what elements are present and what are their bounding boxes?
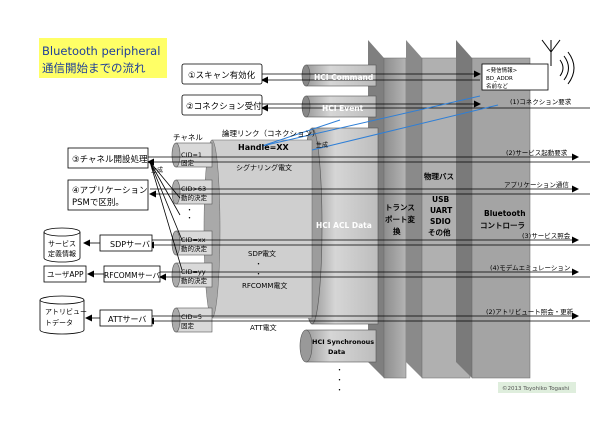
flow-lines <box>83 70 590 325</box>
rfcomm-server-label: RFCOMMサーバ <box>104 271 161 280</box>
advertising-info-box <box>481 63 549 91</box>
adv-line3: 名前など <box>486 82 509 90</box>
physical-uart: UART <box>430 206 453 215</box>
copyright-text: ©2013 Toyohiko Togashi <box>502 385 570 392</box>
hci-event-label: HCI Event <box>322 104 364 113</box>
label-modem-emu: (4)モデムエミュレーション <box>490 263 570 272</box>
cid5-label-1: CID=5 <box>181 313 202 321</box>
scan-enable-box <box>181 63 263 85</box>
physical-sdio: SDIO <box>430 217 451 226</box>
title-line1: Bluetooth peripheral <box>42 44 160 58</box>
generate-label-1: 生成 <box>316 141 328 149</box>
generate-label-2: 生成 <box>151 166 163 174</box>
handle-link-lines <box>261 95 499 151</box>
cidyy-label-2: 動的決定 <box>181 276 208 285</box>
application-box <box>67 179 149 211</box>
dots-2: ・ <box>255 270 262 278</box>
adv-line1: <発信情報> <box>486 66 518 74</box>
signaling-label: シグナリング電文 <box>236 163 292 172</box>
dots-6: ・ <box>336 376 343 384</box>
service-db-label-2: 定義情報 <box>48 249 76 258</box>
scan-enable-label: ①スキャン有効化 <box>188 70 256 81</box>
dots-4: ・ <box>186 214 193 222</box>
channel-cidxx <box>171 230 213 256</box>
service-db-icon <box>43 227 81 263</box>
physical-usb: USB <box>432 195 449 204</box>
application-label-2: PSMで区別。 <box>72 198 124 208</box>
cidxx-label-2: 動的決定 <box>181 244 208 253</box>
sdp-message-label: SDP電文 <box>248 249 276 258</box>
cid63-label-2: 動的決定 <box>181 193 208 202</box>
transport-label-2: ポート変 <box>385 214 415 224</box>
channel-cid63 <box>171 179 213 205</box>
dots-1: ・ <box>255 260 262 268</box>
channel-open-box <box>67 147 149 169</box>
user-app-box <box>43 265 87 283</box>
attribute-db-label-2: トデータ <box>45 318 73 327</box>
hci-command-pipe <box>301 64 377 87</box>
channel-open-label: ③チャネル開設処理 <box>72 154 148 165</box>
cid1-label-1: CID=1 <box>181 151 202 159</box>
channel-header: チャネル <box>173 133 203 142</box>
connect-accept-label: ②コネクション受付 <box>186 101 262 112</box>
attribute-db-label-1: アトリビュー <box>45 307 87 316</box>
controller-label-2: コントローラ <box>480 221 525 230</box>
physical-bus-title: 物理バス <box>424 171 454 181</box>
channel-cid1 <box>171 142 213 168</box>
cid1-label-2: 固定 <box>181 158 195 167</box>
label-conn-request: (1)コネクション要求 <box>510 97 572 106</box>
cidxx-label-1: CID=xx <box>181 236 206 244</box>
hci-acl-label: HCI ACL Data <box>316 221 372 230</box>
rfcomm-message-label: RFCOMM電文 <box>242 281 287 290</box>
attribute-db-icon <box>39 295 85 335</box>
hci-sync-label-2: Data <box>328 348 345 356</box>
channel-cid5 <box>171 307 213 333</box>
hci-event-pipe <box>301 95 377 118</box>
cid5-label-2: 固定 <box>181 321 195 330</box>
att-message-label: ATT電文 <box>250 323 277 332</box>
antenna-icon <box>541 39 575 85</box>
label-app-comm: アプリケーション通信 <box>504 180 569 189</box>
dots-5: ・ <box>336 366 343 374</box>
channel-cidyy <box>171 262 213 288</box>
label-service-query: (3)サービス照会 <box>522 231 571 240</box>
label-attr-query: (2)アトリビュート照会・更新 <box>486 307 574 316</box>
title-box <box>39 38 167 78</box>
sdp-server-label: SDPサーバ <box>110 240 150 249</box>
connect-accept-box <box>181 94 263 116</box>
att-server-label: ATTサーバ <box>108 315 146 324</box>
handle-label: Handle=XX <box>238 143 290 152</box>
controller-label-1: Bluetooth <box>484 209 526 218</box>
cidyy-label-1: CID=yy <box>181 268 206 276</box>
hci-sync-pipe <box>299 329 377 363</box>
hci-sync-label-1: HCI Synchronous <box>312 338 374 346</box>
physical-other: その他 <box>428 227 451 237</box>
sdp-server-box <box>99 234 153 252</box>
transport-label-1: トランス <box>385 203 415 212</box>
adv-line2: BD_ADDR <box>486 76 513 82</box>
application-label-1: ④アプリケーション <box>72 186 147 196</box>
logical-link-title: 論理リンク（コネクション） <box>222 128 320 138</box>
dots-3: ・ <box>186 206 193 214</box>
cid63-label-1: CID>63 <box>181 185 206 193</box>
hci-command-label: HCI Command <box>314 73 373 82</box>
att-server-box <box>99 309 153 327</box>
dots-7: ・ <box>336 386 343 394</box>
controller-column <box>456 40 531 379</box>
label-service-start: (2)サービス起動要求 <box>506 148 568 157</box>
rfcomm-server-box <box>103 265 161 283</box>
transport-label-3: 換 <box>393 226 401 236</box>
user-app-label: ユーザAPP <box>47 270 84 279</box>
service-db-label-1: サービス <box>48 239 76 248</box>
copyright-box <box>498 382 576 393</box>
title-line2: 通信開始までの流れ <box>42 61 146 75</box>
